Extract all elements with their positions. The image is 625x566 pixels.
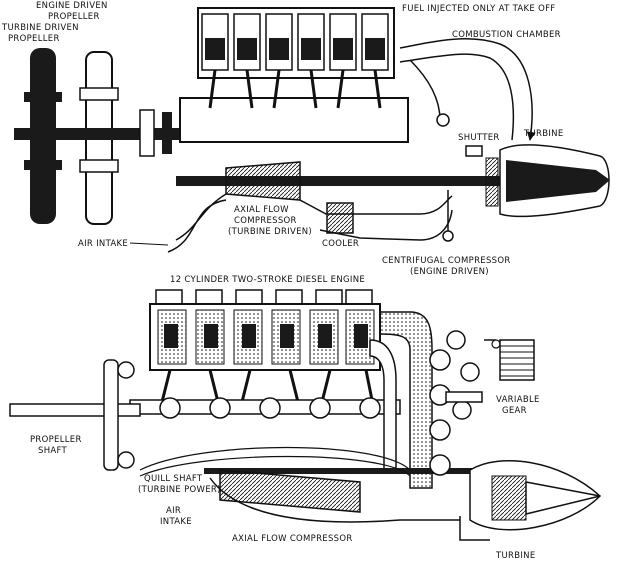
top-cylinder-bank xyxy=(197,7,395,109)
cooler xyxy=(326,202,354,234)
label-cooler: COOLER xyxy=(322,239,359,249)
quill-shaft xyxy=(204,468,504,474)
label-combustion-chamber: COMBUSTION CHAMBER xyxy=(452,30,561,40)
label-axial-flow-bottom: AXIAL FLOW COMPRESSOR xyxy=(232,534,353,544)
label-engine-driven-propeller-1: ENGINE DRIVEN xyxy=(36,1,108,11)
exhaust-manifold xyxy=(379,311,433,489)
label-engine-driven-propeller-2: PROPELLER xyxy=(48,12,100,22)
label-air-intake-top: AIR INTAKE xyxy=(78,239,128,249)
label-turbine-driven-propeller-2: PROPELLER xyxy=(8,34,60,44)
label-turbine-driven-propeller-1: TURBINE DRIVEN xyxy=(1,23,79,33)
label-axial-flow-2: COMPRESSOR xyxy=(234,216,297,226)
label-quill-shaft-1: QUILL SHAFT xyxy=(144,474,203,484)
crankshaft xyxy=(129,369,401,419)
top-turbine-cone xyxy=(506,160,610,202)
top-axial-compressor xyxy=(225,161,301,201)
label-quill-shaft-2: (TURBINE POWER) xyxy=(138,485,221,495)
bottom-diagram: 12 CYLINDER TWO-STROKE DIESEL ENGINE xyxy=(9,275,602,561)
label-turbine-top: TURBINE xyxy=(523,129,564,139)
label-centrifugal-1: CENTRIFUGAL COMPRESSOR xyxy=(382,256,511,266)
centrifugal-compressor xyxy=(442,230,454,242)
bottom-turbine xyxy=(459,460,602,541)
top-turbine-shaft xyxy=(176,176,606,186)
shutter xyxy=(465,145,483,157)
crankcase xyxy=(179,97,409,143)
label-air-intake-bottom-1: AIR xyxy=(166,506,181,516)
label-propeller-shaft-1: PROPELLER xyxy=(30,435,82,445)
variable-gear xyxy=(499,339,535,381)
label-axial-flow-3: (TURBINE DRIVEN) xyxy=(228,227,312,237)
bottom-cylinder-bank xyxy=(149,289,381,371)
label-fuel-injected: FUEL INJECTED ONLY AT TAKE OFF xyxy=(402,4,555,14)
label-air-intake-bottom-2: INTAKE xyxy=(160,517,192,527)
propeller-shaft xyxy=(9,359,141,471)
top-diagram: ENGINE DRIVEN PROPELLER TURBINE DRIVEN P… xyxy=(1,1,610,277)
top-propeller-shaft xyxy=(14,109,184,157)
label-variable-gear-2: GEAR xyxy=(502,406,527,416)
label-variable-gear-1: VARIABLE xyxy=(496,395,540,405)
label-turbine-bottom: TURBINE xyxy=(495,551,536,561)
gear-train xyxy=(429,330,501,476)
label-engine-title: 12 CYLINDER TWO-STROKE DIESEL ENGINE xyxy=(170,275,365,285)
label-propeller-shaft-2: SHAFT xyxy=(38,446,68,456)
bottom-axial-compressor xyxy=(219,469,361,513)
label-centrifugal-2: (ENGINE DRIVEN) xyxy=(410,267,489,277)
label-shutter: SHUTTER xyxy=(458,133,500,143)
label-axial-flow-1: AXIAL FLOW xyxy=(234,205,289,215)
